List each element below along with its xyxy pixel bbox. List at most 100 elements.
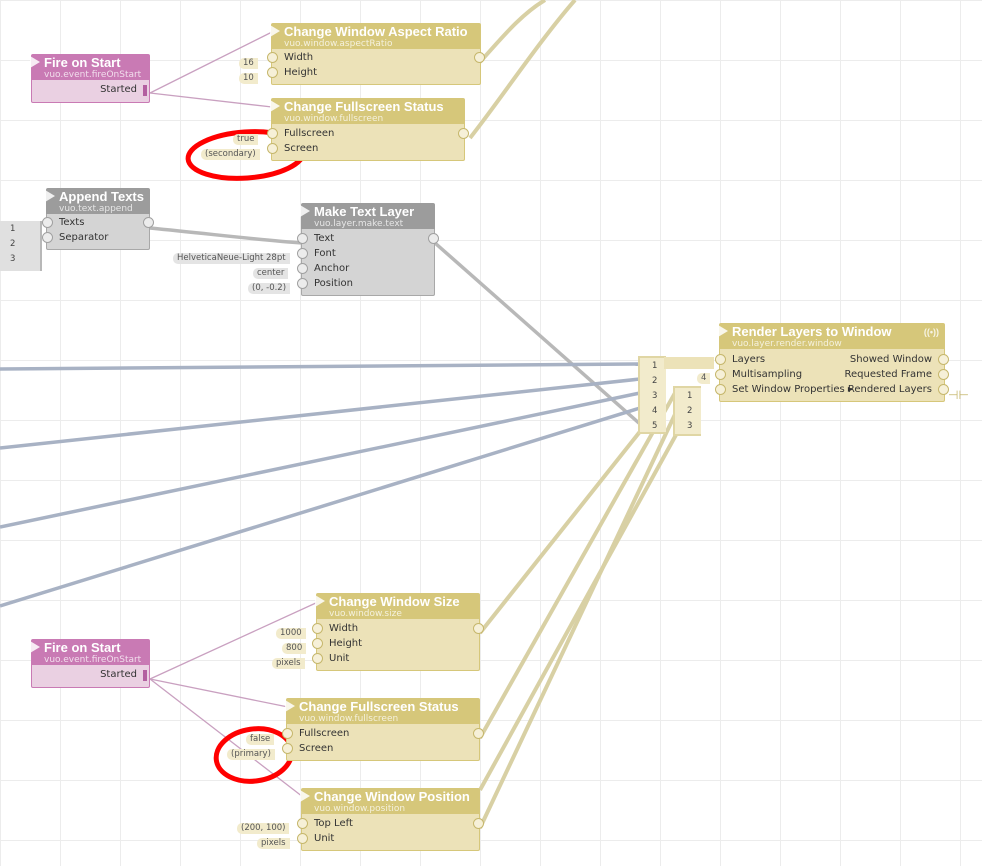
event-input-icon (45, 190, 55, 202)
cable-fire2-fullscreen[interactable] (149, 678, 289, 708)
change-window-position-node[interactable]: Change Window Position vuo.window.positi… (297, 788, 484, 851)
input-port-dot[interactable] (297, 278, 308, 289)
input-port-dot[interactable] (267, 143, 278, 154)
constant-multisampling[interactable]: 4 (697, 373, 711, 384)
cable-layer-4[interactable] (0, 406, 641, 608)
output-port-dot[interactable] (473, 728, 484, 739)
output-port-dot[interactable] (143, 217, 154, 228)
constant-screen[interactable]: (secondary) (201, 149, 260, 160)
input-port-dot[interactable] (42, 217, 53, 228)
constant-position[interactable]: (0, -0.2) (248, 283, 291, 294)
event-input-icon (718, 325, 728, 337)
input-port-dot[interactable] (312, 638, 323, 649)
input-port-dot[interactable] (297, 233, 308, 244)
input-port-dot[interactable] (715, 369, 726, 380)
change-window-size-node[interactable]: Change Window Size vuo.window.size Width… (312, 593, 484, 671)
cable-fullscreen2-props[interactable] (478, 392, 677, 739)
node-header[interactable]: Change Window Position vuo.window.positi… (300, 788, 480, 814)
node-header[interactable]: Change Fullscreen Status vuo.window.full… (270, 98, 465, 124)
cable-fire1-aspect[interactable] (149, 31, 273, 94)
node-body: Fullscreen Screen (282, 724, 484, 761)
node-body: Started (31, 80, 150, 103)
node-header[interactable]: Change Fullscreen Status vuo.window.full… (285, 698, 480, 724)
cable-maketext-layers[interactable] (433, 241, 642, 426)
output-port-dot[interactable] (474, 52, 485, 63)
append-texts-node[interactable]: Append Texts vuo.text.append Texts Separ… (42, 188, 154, 250)
constant-height[interactable]: 800 (282, 643, 307, 654)
constant-top-left[interactable]: (200, 100) (237, 823, 290, 834)
change-fullscreen-status-node-2[interactable]: Change Fullscreen Status vuo.window.full… (282, 698, 484, 761)
cable-fire1-fullscreen[interactable] (149, 92, 273, 108)
output-port-dot[interactable] (428, 233, 439, 244)
fire-on-start-node-2[interactable]: Fire on Start vuo.event.fireOnStart Star… (30, 639, 150, 688)
cable-offscreen-2[interactable] (468, 0, 577, 140)
input-port-dot[interactable] (282, 743, 293, 754)
node-header[interactable]: ((•)) Render Layers to Window vuo.layer.… (718, 323, 945, 349)
change-window-aspect-ratio-node[interactable]: Change Window Aspect Ratio vuo.window.as… (267, 23, 485, 85)
fire-on-start-node-1[interactable]: Fire on Start vuo.event.fireOnStart Star… (30, 54, 150, 103)
cable-layer-3[interactable] (0, 391, 641, 529)
input-port-dot[interactable] (312, 653, 323, 664)
render-layers-to-window-node[interactable]: ((•)) Render Layers to Window vuo.layer.… (715, 323, 949, 402)
constant-screen[interactable]: (primary) (227, 749, 275, 760)
constant-height[interactable]: 10 (239, 73, 258, 84)
input-port-dot[interactable] (282, 728, 293, 739)
list-item-1: 1 (652, 361, 658, 371)
cable-fire2-size[interactable] (149, 601, 319, 680)
cable-layer-2[interactable] (0, 377, 641, 450)
output-port-started[interactable]: Started (100, 84, 137, 95)
cable-offscreen-1[interactable] (478, 0, 547, 64)
change-fullscreen-status-node-1[interactable]: Change Fullscreen Status vuo.window.full… (267, 98, 469, 161)
layers-list-drawer[interactable]: 1 2 3 4 5 (638, 356, 666, 434)
input-port-dot[interactable] (297, 818, 308, 829)
input-port-dot[interactable] (267, 128, 278, 139)
input-port-dot[interactable] (297, 263, 308, 274)
trigger-port-icon[interactable] (143, 85, 147, 96)
output-port-dot[interactable] (938, 384, 949, 395)
node-header[interactable]: Change Window Size vuo.window.size (315, 593, 480, 619)
cable-layer-1[interactable] (0, 362, 641, 371)
input-port-dot[interactable] (267, 67, 278, 78)
node-header[interactable]: Append Texts vuo.text.append (45, 188, 150, 214)
constant-font[interactable]: HelveticaNeue-Light 28pt (173, 253, 290, 264)
node-header[interactable]: Make Text Layer vuo.layer.make.text (300, 203, 435, 229)
constant-unit[interactable]: pixels (272, 658, 305, 669)
input-port-dot[interactable] (42, 232, 53, 243)
texts-list-drawer[interactable]: 1 2 3 (0, 221, 42, 271)
output-port-started[interactable]: Started (100, 669, 137, 680)
node-title: Make Text Layer (314, 204, 415, 219)
output-port-dot[interactable] (473, 818, 484, 829)
input-port-texts: Texts (59, 217, 85, 228)
input-port-dot[interactable] (312, 623, 323, 634)
constant-width[interactable]: 1000 (276, 628, 306, 639)
node-header[interactable]: Change Window Aspect Ratio vuo.window.as… (270, 23, 481, 49)
cable-position-props[interactable] (478, 407, 680, 829)
output-port-dot[interactable] (938, 354, 949, 365)
output-port-dot[interactable] (938, 369, 949, 380)
trigger-port-icon[interactable] (143, 670, 147, 681)
input-port-dot[interactable] (715, 384, 726, 395)
node-header[interactable]: Fire on Start vuo.event.fireOnStart (30, 54, 150, 80)
constant-anchor[interactable]: center (253, 268, 289, 279)
constant-fullscreen[interactable]: true (233, 134, 259, 145)
cable-extra-props[interactable] (478, 423, 684, 791)
event-input-icon (300, 790, 310, 802)
node-body: Started (31, 665, 150, 688)
make-text-layer-node[interactable]: Make Text Layer vuo.layer.make.text Text… (297, 203, 439, 296)
cable-size-props[interactable] (478, 422, 648, 635)
input-port-dot[interactable] (297, 833, 308, 844)
output-port-dot[interactable] (458, 128, 469, 139)
input-port-dot[interactable] (715, 354, 726, 365)
cable-append-maketext[interactable] (149, 226, 303, 245)
list-item-2: 2 (10, 239, 16, 249)
input-port-separator: Separator (59, 232, 109, 243)
input-port-dot[interactable] (297, 248, 308, 259)
constant-width[interactable]: 16 (239, 58, 258, 69)
node-header[interactable]: Fire on Start vuo.event.fireOnStart (30, 639, 150, 665)
input-port-dot[interactable] (267, 52, 278, 63)
constant-unit[interactable]: pixels (257, 838, 290, 849)
output-port-rendered-layers: Rendered Layers (847, 384, 932, 395)
window-properties-list-drawer[interactable]: 1 2 3 (673, 386, 701, 436)
output-port-dot[interactable] (473, 623, 484, 634)
constant-fullscreen[interactable]: false (246, 734, 275, 745)
